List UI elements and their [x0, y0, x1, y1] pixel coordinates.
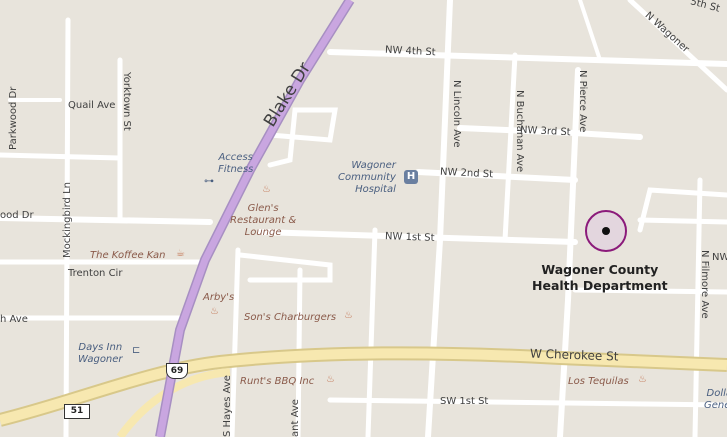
health-dept-dot	[602, 227, 610, 235]
restaurant-icon-sons: ♨	[344, 310, 353, 321]
label-s-hayes: S Hayes Ave	[222, 375, 233, 437]
street-loop-east	[637, 187, 727, 233]
health-dept-label[interactable]: Wagoner County Health Department	[532, 262, 668, 293]
hotel-icon: ⊏	[132, 345, 141, 356]
cafe-icon: ☕	[176, 248, 185, 259]
street-ne-1	[578, 0, 602, 62]
street-n-lincoln	[425, 0, 453, 437]
label-yorktown: Yorktown St	[121, 72, 132, 131]
label-nw-edge: NW	[712, 252, 727, 263]
label-ant-ave: ant Ave	[290, 399, 301, 437]
label-quail-ave: Quail Ave	[68, 100, 116, 111]
label-nw-1st: NW 1st St	[384, 231, 435, 244]
fitness-icon: ⊶	[204, 176, 214, 187]
us-69-shield: 69	[166, 363, 188, 379]
poi-koffee-kan[interactable]: The Koffee Kan	[90, 250, 166, 261]
highway-cherokee	[0, 348, 727, 425]
label-n-filmore: N Filmore Ave	[699, 250, 710, 319]
state-51-shield: 51	[64, 404, 90, 419]
street-n-pierce	[557, 67, 581, 437]
label-h-ave: h Ave	[0, 314, 28, 325]
label-n-pierce: N Pierce Ave	[577, 70, 588, 133]
street-west-1	[0, 152, 123, 161]
street-loop-north	[267, 107, 338, 168]
poi-arbys[interactable]: Arby's	[203, 292, 235, 303]
restaurant-icon-runts: ♨	[326, 374, 335, 385]
street-n-wagoner	[627, 0, 727, 93]
poi-hospital[interactable]: Wagoner Community Hospital	[338, 160, 396, 195]
street-sw-1st	[327, 397, 727, 408]
street-n-filmore	[692, 177, 703, 437]
street-nw-edge	[637, 217, 727, 225]
street-nw-1st	[257, 229, 578, 245]
poi-sons[interactable]: Son's Charburgers	[244, 312, 337, 323]
label-ood-dr: ood Dr	[0, 210, 34, 221]
label-parkwood: Parkwood Dr	[8, 86, 19, 150]
restaurant-icon-glens: ♨	[262, 184, 271, 195]
street-mockingbird	[63, 17, 71, 437]
poi-access-fitness[interactable]: Access Fitness	[218, 152, 254, 175]
street-s-hayes	[229, 247, 241, 437]
poi-dollar-general[interactable]: Dolla Gener	[704, 388, 727, 411]
street-nw-1st-s	[365, 227, 378, 437]
street-n-buchanan	[497, 52, 518, 243]
blake-dr	[156, 0, 353, 437]
restaurant-icon-los-tequilas: ♨	[638, 374, 647, 385]
poi-days-inn[interactable]: Days Inn Wagoner	[78, 342, 123, 365]
hospital-icon: H	[404, 170, 418, 184]
label-trenton: Trenton Cir	[68, 268, 123, 279]
label-sw-1st: SW 1st St	[440, 396, 489, 407]
label-n-lincoln: N Lincoln Ave	[451, 80, 462, 148]
street-ood-dr	[0, 215, 213, 225]
label-mockingbird: Mockingbird Ln	[62, 182, 73, 258]
restaurant-icon-arbys: ♨	[210, 306, 219, 317]
street-mid-e	[572, 287, 727, 295]
poi-glens[interactable]: Glen's Restaurant & Lounge	[230, 203, 297, 238]
poi-los-tequilas[interactable]: Los Tequilas	[568, 376, 629, 387]
poi-runts[interactable]: Runt's BBQ Inc	[240, 376, 315, 387]
street-nw-4th	[327, 49, 727, 67]
label-n-buchanan: N Buchanan Ave	[514, 90, 525, 173]
street-loop-mid	[237, 252, 333, 283]
